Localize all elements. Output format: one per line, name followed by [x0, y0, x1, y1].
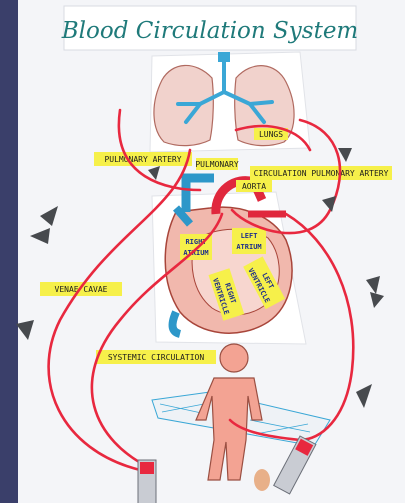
blood-tubes [47, 108, 355, 472]
pulmonary-mid-label-bg [196, 158, 238, 170]
arrow-up-left [148, 166, 160, 180]
arrow-down-right [338, 148, 352, 162]
lungs-label-bg [254, 128, 288, 140]
lungs-label: LUNGS [259, 130, 283, 139]
page-title: Blood Circulation System [61, 18, 358, 44]
pulmonary-artery-right-label-bg [250, 166, 392, 180]
arrow-left-lower [16, 320, 34, 340]
aorta-label: AORTA [242, 182, 266, 191]
pulmonary-artery-left-label-bg [94, 152, 192, 166]
arrow-right-side-2 [370, 292, 384, 308]
lung-right [234, 65, 295, 147]
pulmonary-mid-label: PULMONARY [195, 160, 239, 169]
left-atrium-label-bg [232, 228, 266, 254]
syringe-left [137, 459, 157, 503]
arrow-right-side [366, 276, 380, 294]
systemic-circulation-label: SYSTEMIC CIRCULATION [108, 353, 205, 362]
human-figure [195, 343, 263, 481]
arrow-down-right-lower [356, 384, 372, 408]
pulmonary-artery-left-label: PULMONARY ARTERY [104, 155, 181, 164]
superior-vena-cava [172, 205, 194, 227]
syringe-right [273, 435, 317, 495]
arrow-up-left-side [40, 206, 58, 226]
right-atrium-label-1: RIGHT [185, 238, 206, 246]
left-atrium-label-2: ATRIUM [236, 243, 261, 251]
hand-finger [254, 469, 270, 491]
right-atrium-label-2: ATRIUM [183, 249, 208, 257]
capillary-lines [159, 403, 311, 435]
inferior-vena-cava [168, 310, 182, 338]
bronchi [176, 56, 274, 124]
aorta-label-bg [236, 180, 272, 192]
pulmonary-vessel-blue [181, 173, 214, 212]
trachea [218, 52, 230, 62]
pulmonary-artery-right-label: CIRCULATION PULMONARY ARTERY [254, 169, 389, 178]
systemic-circulation-label-bg [96, 350, 216, 364]
left-atrium-label-1: LEFT [241, 232, 258, 240]
venae-cavae-label: VENAE CAVAE [55, 285, 108, 294]
arrow-left-side [30, 228, 50, 244]
title-banner [63, 5, 357, 51]
arrows [16, 148, 384, 408]
arrow-down-right-2 [322, 196, 336, 212]
